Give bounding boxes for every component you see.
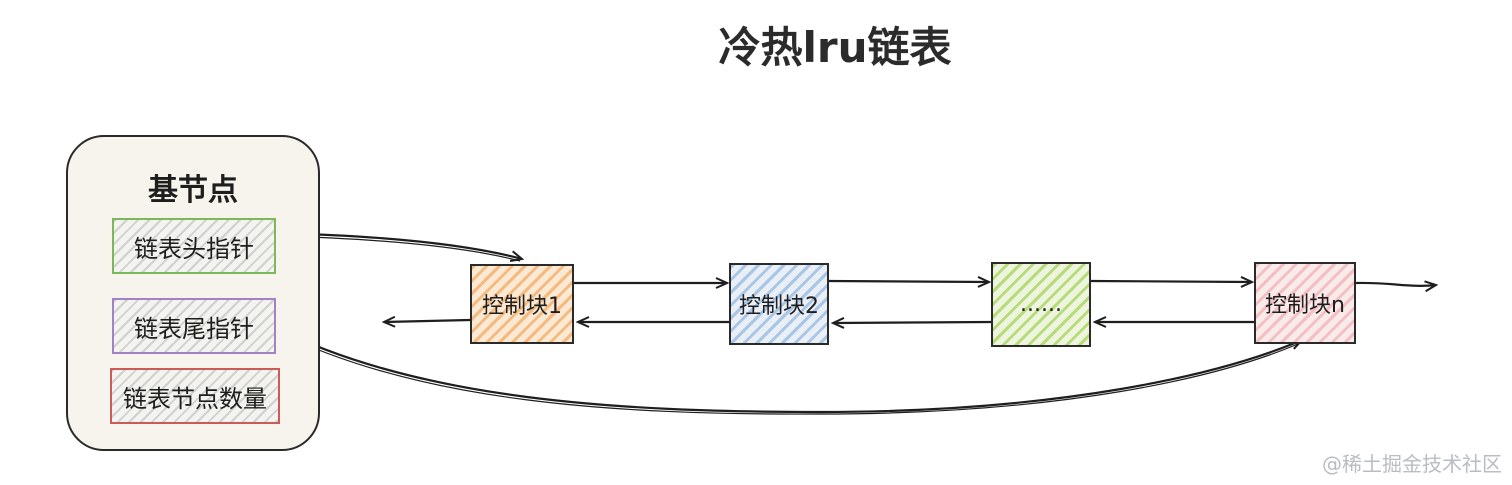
head-pointer-field: 链表头指针 <box>112 218 276 274</box>
block2-to-dots-arrow <box>828 281 989 282</box>
dots-to-blockn-arrow <box>1090 281 1252 282</box>
node-count-field: 链表节点数量 <box>110 368 280 424</box>
control-block-n-label: 控制块n <box>1265 293 1345 318</box>
base-node-label: 基节点 <box>148 173 238 208</box>
tail-pointer-field: 链表尾指针 <box>112 298 276 354</box>
head-pointer-label: 链表头指针 <box>134 234 254 263</box>
watermark: @稀土掘金技术社区 <box>1322 452 1502 476</box>
diagram-title: 冷热lru链表 <box>718 23 952 72</box>
tail-to-blockn-arrow <box>275 327 1302 414</box>
control-block-1-label: 控制块1 <box>482 294 562 319</box>
control-block-1: 控制块1 <box>470 264 574 344</box>
control-block-2-label: 控制块2 <box>739 294 819 319</box>
blockn-next-arrow <box>1355 283 1436 286</box>
block1-prev-arrow <box>384 320 471 322</box>
control-block-ellipsis: ...... <box>991 262 1091 347</box>
tail-to-blockn-arrow-sketch <box>275 330 1301 415</box>
control-block-n: 控制块n <box>1254 262 1356 344</box>
dots-to-block2-arrow <box>833 322 992 323</box>
control-block-ellipsis-label: ...... <box>1020 292 1062 317</box>
diagram-title-wrap: 冷热lru链表 <box>680 14 990 75</box>
node-count-label: 链表节点数量 <box>123 384 267 413</box>
control-block-2: 控制块2 <box>729 263 829 345</box>
tail-pointer-label: 链表尾指针 <box>134 314 254 343</box>
